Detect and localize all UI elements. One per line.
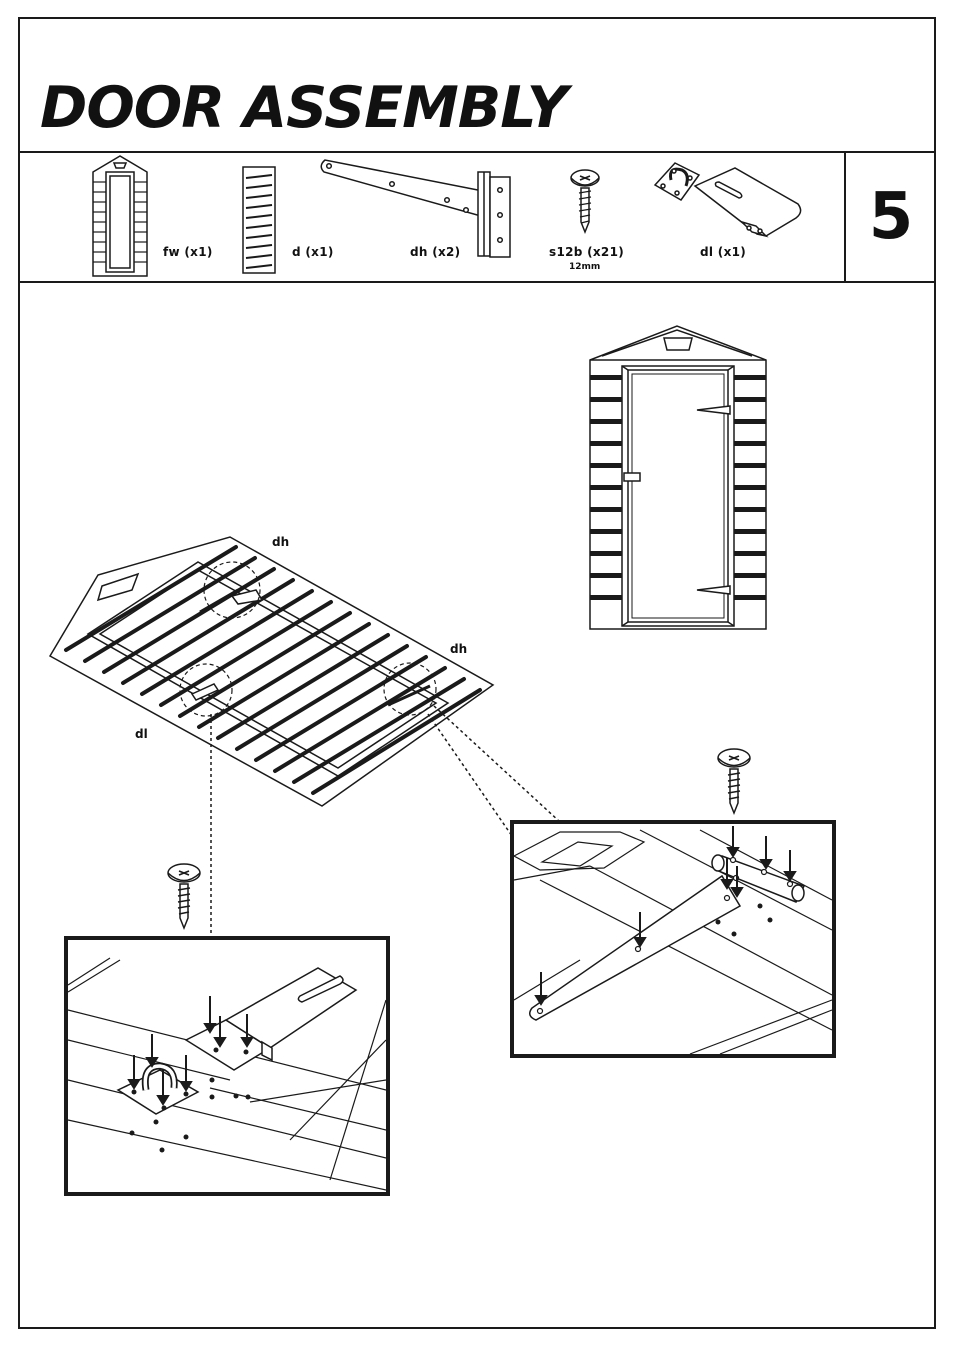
arrow-icons-hinge-detail (534, 826, 797, 1006)
door-panel-icon (242, 166, 276, 274)
step-divider (844, 151, 846, 282)
callout-label-hinge-bottom: dh (450, 642, 468, 656)
hasp-lock-icon (653, 162, 802, 238)
page-title: DOOR ASSEMBLY (40, 75, 568, 141)
arrow-icons-lock-detail (127, 996, 254, 1106)
parts-row-bottom-divider (18, 281, 936, 283)
part-label-s12b: s12b (x21) (549, 245, 625, 259)
page-frame (18, 17, 936, 1329)
screw-icon-lock-detail (167, 863, 201, 931)
part-label-fw: fw (x1) (163, 245, 213, 259)
door-isometric-boards (64, 545, 482, 795)
part-label-dh: dh (x2) (410, 245, 461, 259)
part-label-dl: dl (x1) (700, 245, 747, 259)
vent-icon (663, 337, 693, 351)
leader-lines (210, 705, 561, 938)
door-frame-isometric (86, 561, 450, 777)
callout-circle-lock (179, 663, 233, 717)
hinge-bottom-elevation (696, 585, 731, 595)
callout-label-hinge-top: dh (272, 535, 290, 549)
step-number: 5 (868, 179, 914, 254)
lock-elevation (623, 472, 641, 482)
callout-circle-hinge-top (203, 561, 261, 619)
front-wall-panel-icon (92, 155, 148, 277)
parts-row-top-divider (18, 151, 936, 153)
part-sublabel-s12b: 12mm (569, 262, 601, 272)
screw-icon-hinge-detail (717, 748, 751, 816)
screw-icon (570, 169, 600, 235)
callout-label-lock: dl (135, 727, 148, 741)
callout-circles (179, 561, 437, 717)
door-hinge-icon (320, 159, 511, 258)
hinge-top-elevation (696, 405, 731, 415)
callout-circle-hinge-bottom (383, 662, 437, 716)
part-label-d: d (x1) (292, 245, 334, 259)
